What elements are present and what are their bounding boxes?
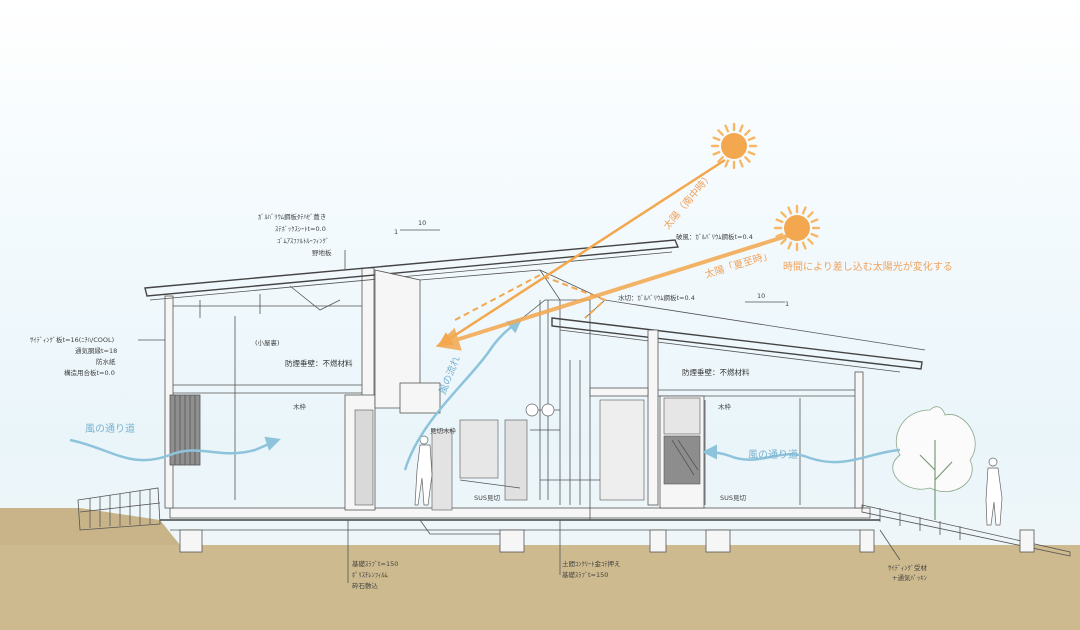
wall-label-4: 構造用合板t=0.0 [64,368,115,377]
sun-ray [747,136,756,142]
foundation-left-2: ﾎﾟﾘｽﾁﾚﾝﾌｨﾙﾑ [352,571,389,579]
wind-label-left: 風の通り道 [85,422,135,435]
roof-label-1: ｶﾞﾙﾊﾞﾘｳﾑ鋼板ﾀﾃﾊｾﾞ葺き [258,212,326,221]
sun-ray [724,159,730,168]
sun-rays [435,158,791,351]
sun-ray [717,156,724,163]
sun-note: 時間により差し込む太陽光が変化する [783,260,953,273]
roof-label-2: ｽﾃﾎﾞｯｸｽｼｰﾄt=0.0 [275,225,326,233]
sun-low-icon [773,204,821,252]
foundation-right-1: ｻｲﾃﾞｨﾝｸﾞ受材 [888,563,928,572]
wall-label-1: ｻｲﾃﾞｨﾝｸﾞ板t=16(ﾆﾁﾊ/COOL) [30,335,114,344]
wall-label-3: 防水紙 [96,357,116,366]
sun-high-label: 太陽（南中時） [660,170,715,232]
scale-marker-right: 10 1 [745,292,789,308]
wall-label-2: 通気胴縁t=18 [75,346,117,355]
sun-high-icon [710,122,758,170]
person-icon [414,435,433,506]
sun-ray [744,156,751,163]
scale-c: 10 [757,292,765,300]
tree-icon [892,406,976,520]
scale-d: 1 [785,300,789,308]
sun-ray [801,206,807,215]
floor-slab [160,507,880,553]
sus-right-label: SUS見切 [720,494,747,502]
right-volume [551,299,926,509]
foundation-right-2: +通気ﾊﾟｯｷﾝ [892,573,927,582]
sun-ray [724,124,730,133]
foundation-right-labels: ｻｲﾃﾞｨﾝｸﾞ受材 +通気ﾊﾟｯｷﾝ [879,529,928,582]
sun-ray [744,129,751,136]
foundation-left-labels: 基礎ｽﾗﾌﾞt=150 ﾎﾟﾘｽﾁﾚﾝﾌｨﾙﾑ 砕石敷込 [347,520,398,590]
roof-label-stack: ｶﾞﾙﾊﾞﾘｳﾑ鋼板ﾀﾃﾊｾﾞ葺き ｽﾃﾎﾞｯｸｽｼｰﾄt=0.0 ｺﾞﾑｱｽﾌ… [258,212,346,270]
scale-marker-left: 1 10 [394,219,440,236]
sun-ray [780,211,787,218]
sun-ray [807,211,814,218]
foundation-left-1: 基礎ｽﾗﾌﾞt=150 [352,559,398,568]
sun-ray [787,206,793,215]
foundation-center-1: 土間ｺﾝｸﾘｰﾄ金ｺﾃ押え [562,559,621,568]
trim-wood-label: 見切木枠 [430,426,457,435]
left-roof [144,239,680,318]
sun-ray [712,136,721,142]
sun-disc [784,215,810,241]
sun-ray [810,218,819,224]
sun-ray [738,124,744,133]
scale-b: 10 [418,219,426,227]
sun-ray [780,238,787,245]
sun-ray [775,218,784,224]
scale-a: 1 [394,228,398,236]
wall-label-stack: ｻｲﾃﾞｨﾝｸﾞ板t=16(ﾆﾁﾊ/COOL) 通気胴縁t=18 防水紙 構造用… [30,335,165,377]
sun-ray [807,238,814,245]
left-volume [164,267,376,511]
wood-frame-right-label: 木枠 [718,402,732,411]
fire-wall-left-label: 防煙垂壁：不燃材料 [285,358,353,368]
central-atrium [374,269,606,520]
right-ramp [861,504,1071,557]
wind-flows [69,318,901,471]
flashing-label: 水切：ｶﾞﾙﾊﾞﾘｳﾑ鋼板t=0.4 [618,293,695,302]
sun-ray [801,241,807,250]
foundation-center-labels: 土間ｺﾝｸﾘｰﾄ金ｺﾃ押え 基礎ｽﾗﾌﾞt=150 [559,520,621,579]
sus-left-label: SUS見切 [474,494,501,502]
wind-label-right: 風の通り道 [748,448,798,461]
roof-label-3: ｺﾞﾑｱｽﾌｧﾙﾄﾙｰﾌｨﾝｸﾞ [277,237,329,245]
roof-label-4: 野地板 [312,248,332,257]
sun-ray [775,232,784,238]
ground-soil-band [0,545,1080,630]
eave-label: 破風：ｶﾞﾙﾊﾞﾘｳﾑ鋼板t=0.4 [676,232,753,241]
attic-label: (小屋裏) [255,338,280,347]
wind-label-center: 風の流れ [436,354,463,396]
sun-ray [717,129,724,136]
sun-ray [712,150,721,156]
foundation-left-3: 砕石敷込 [352,581,379,590]
sun-ray [810,232,819,238]
left-fence [77,487,161,531]
sun-disc [721,133,747,159]
sun-ray [787,241,793,250]
person-icon [985,457,1003,526]
sun-ray [738,159,744,168]
sun-ray [747,150,756,156]
fire-wall-right-label: 防煙垂壁：不燃材料 [682,367,750,377]
foundation-center-2: 基礎ｽﾗﾌﾞt=150 [562,570,608,579]
wood-frame-left-label: 木枠 [293,402,307,411]
